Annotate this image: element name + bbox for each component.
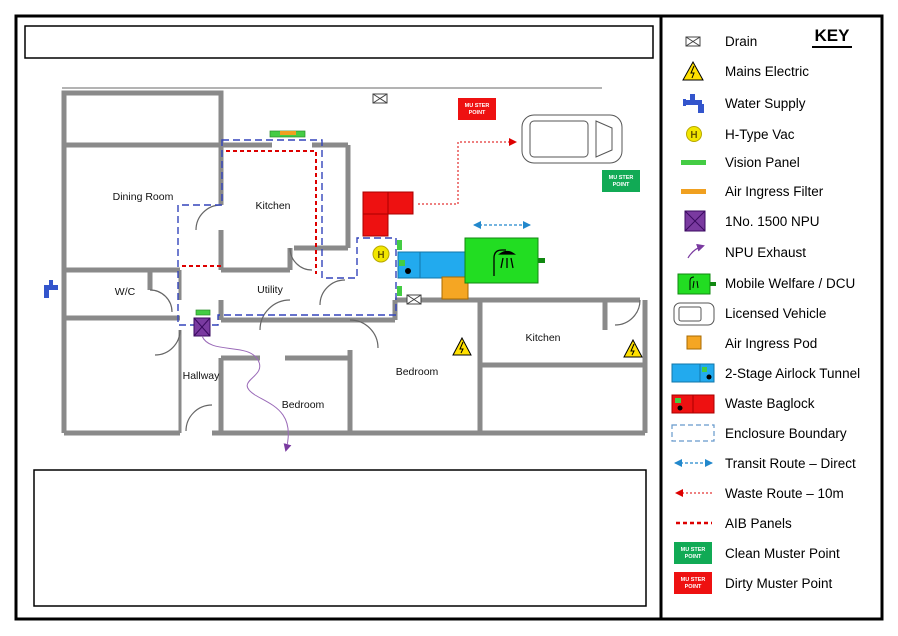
air-ingress-pod-icon [686, 335, 702, 350]
room-label-dining-room: Dining Room [113, 191, 174, 203]
key-label-vision-panel: Vision Panel [725, 155, 800, 170]
airlock-tunnel [397, 251, 467, 279]
vision-panel [397, 286, 402, 296]
key-title: KEY [815, 26, 851, 45]
room-label-wc: W/C [115, 286, 136, 298]
room-label-bedroom-small: Bedroom [282, 399, 325, 411]
svg-text:H: H [690, 130, 697, 141]
key-label-npu: 1No. 1500 NPU [725, 214, 820, 229]
key-label-clean-muster-point: Clean Muster Point [725, 546, 840, 561]
room-label-utility: Utility [257, 284, 283, 296]
room-label-bedroom-center: Bedroom [396, 366, 439, 378]
mobile-welfare-unit [464, 237, 545, 284]
npu-icon [684, 210, 706, 232]
key-label-air-ingress-pod: Air Ingress Pod [725, 336, 817, 351]
svg-text:POINT: POINT [685, 554, 702, 560]
h-type-vac-icon: H [686, 126, 702, 142]
key-label-mobile-welfare: Mobile Welfare / DCU [725, 276, 855, 291]
title-box [24, 25, 654, 59]
enclosure-boundary [177, 139, 397, 326]
floor-plan [61, 87, 648, 436]
npu-exhaust-icon [687, 243, 705, 259]
npu-exhaust [201, 335, 292, 452]
drain-icon [685, 36, 701, 47]
licensed-vehicle [521, 114, 623, 164]
key-label-air-ingress-filter: Air Ingress Filter [725, 184, 824, 199]
key-label-transit-route: Transit Route – Direct [725, 456, 856, 471]
water-supply-icon [683, 94, 704, 113]
room-label-kitchen-left: Kitchen [255, 200, 290, 212]
air-ingress-pod [441, 276, 469, 300]
svg-text:POINT: POINT [613, 182, 630, 188]
drain-icon [406, 294, 422, 305]
svg-text:POINT: POINT [685, 584, 702, 590]
key-label-drain: Drain [725, 34, 757, 49]
air-ingress-filter-icon [681, 189, 706, 194]
key-label-dirty-muster-point: Dirty Muster Point [725, 576, 833, 591]
h-type-vac-icon: H [372, 245, 390, 263]
water-supply-icon [44, 280, 58, 298]
licensed-vehicle-icon [673, 302, 715, 326]
mobile-welfare-icon [677, 273, 716, 295]
key-label-water-supply: Water Supply [725, 96, 806, 111]
mains-electric-icon [623, 338, 643, 358]
mains-electric-icon [682, 60, 704, 81]
key-label-waste-baglock: Waste Baglock [725, 396, 815, 411]
key-legend: KEY H [671, 26, 860, 594]
key-label-airlock-tunnel: 2-Stage Airlock Tunnel [725, 366, 860, 381]
drain-icon [372, 93, 388, 104]
vision-panel [397, 240, 402, 250]
door-swings [149, 204, 641, 432]
key-label-npu-exhaust: NPU Exhaust [725, 245, 806, 260]
dirty-muster-point: MU STER POINT [458, 98, 496, 120]
waste-route [418, 138, 517, 205]
aib-panels [182, 150, 317, 274]
key-label-aib-panels: AIB Panels [725, 516, 792, 531]
svg-text:POINT: POINT [469, 110, 486, 116]
key-panel-frame [659, 14, 884, 621]
svg-text:MU STER: MU STER [609, 175, 634, 181]
vision-panel [195, 309, 211, 316]
waste-baglock [362, 191, 414, 237]
room-label-hallway: Hallway [183, 370, 221, 382]
svg-text:MU STER: MU STER [681, 577, 706, 583]
key-label-mains-electric: Mains Electric [725, 64, 809, 79]
svg-text:MU STER: MU STER [465, 103, 490, 109]
npu-unit [193, 317, 211, 337]
clean-muster-point-icon: MU STER POINT [674, 542, 712, 564]
air-ingress-filter [280, 131, 296, 135]
airlock-tunnel-icon [671, 363, 715, 383]
room-label-kitchen-right: Kitchen [525, 332, 560, 344]
key-label-h-type-vac: H-Type Vac [725, 127, 795, 142]
svg-text:MU STER: MU STER [681, 547, 706, 553]
mains-electric-icon [452, 336, 472, 356]
key-label-waste-route: Waste Route – 10m [725, 486, 844, 501]
key-label-licensed-vehicle: Licensed Vehicle [725, 306, 826, 321]
svg-text:H: H [377, 250, 384, 261]
key-label-enclosure-boundary: Enclosure Boundary [725, 426, 847, 441]
vision-panel-icon [681, 160, 706, 165]
notes-box [33, 469, 647, 607]
enclosure-boundary-icon [671, 424, 715, 442]
waste-baglock-icon [671, 394, 715, 414]
dirty-muster-point-icon: MU STER POINT [674, 572, 712, 594]
clean-muster-point: MU STER POINT [602, 170, 640, 192]
